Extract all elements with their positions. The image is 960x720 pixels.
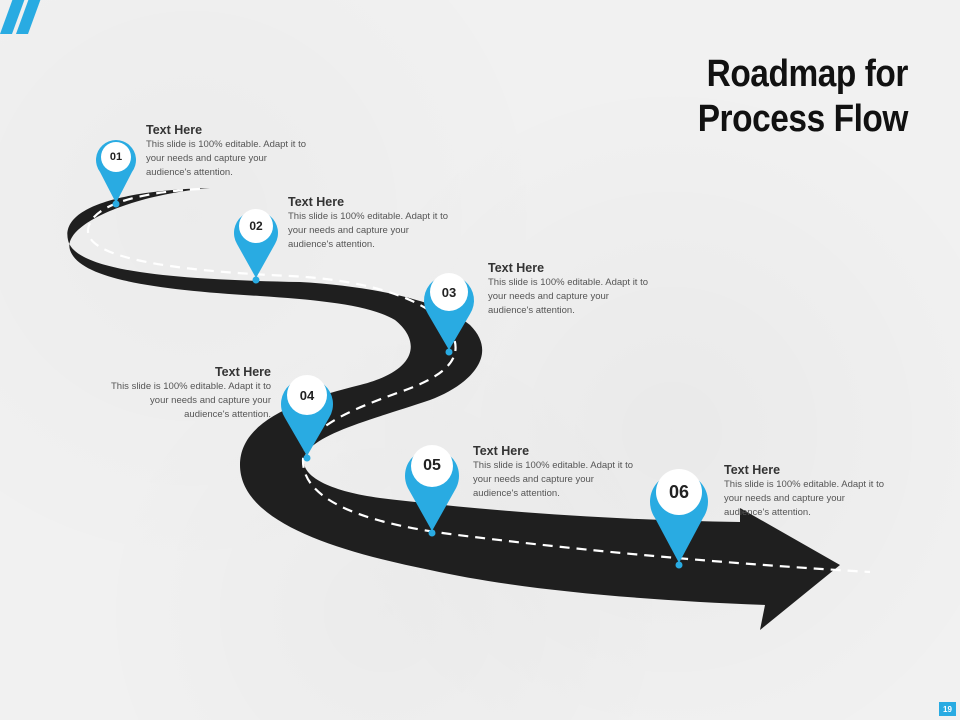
location-pin-icon	[404, 445, 459, 537]
road-center-line	[86, 187, 871, 574]
step-2-body: This slide is 100% editable. Adapt it to…	[288, 211, 449, 250]
page-number-badge: 19	[939, 702, 956, 716]
location-pin-icon	[650, 469, 708, 569]
step-5-heading: Text Here	[473, 444, 530, 458]
step-6-body: This slide is 100% editable. Adapt it to…	[724, 479, 885, 518]
location-pin-icon	[234, 209, 279, 284]
step-3-text: Text Here This slide is 100% editable. A…	[488, 261, 653, 318]
step-5-number: 05	[423, 457, 441, 474]
step-3-body: This slide is 100% editable. Adapt it to…	[488, 277, 649, 316]
step-4-heading: Text Here	[214, 365, 271, 379]
location-pin-icon	[424, 273, 474, 356]
step-5-body: This slide is 100% editable. Adapt it to…	[473, 460, 634, 499]
step-6-text: Text Here This slide is 100% editable. A…	[724, 463, 889, 520]
step-1-body: This slide is 100% editable. Adapt it to…	[146, 139, 307, 178]
slide-title: Roadmap for Process Flow	[609, 52, 909, 142]
step-3-number: 03	[441, 284, 457, 300]
step-6-heading: Text Here	[724, 463, 781, 477]
step-2-text: Text Here This slide is 100% editable. A…	[288, 195, 453, 252]
location-pin-icon	[281, 375, 334, 462]
location-pin-icon	[96, 140, 137, 208]
title-line-1: Roadmap for	[706, 53, 909, 95]
step-4-text: Text Here This slide is 100% editable. A…	[106, 365, 271, 422]
step-4-number: 04	[299, 387, 315, 403]
step-6-number: 06	[668, 481, 690, 502]
title-line-2: Process Flow	[697, 98, 909, 140]
step-1-number: 01	[109, 151, 123, 163]
step-1-text: Text Here This slide is 100% editable. A…	[146, 123, 311, 180]
step-1-heading: Text Here	[146, 123, 203, 137]
step-3-heading: Text Here	[488, 261, 545, 275]
road-surface	[67, 188, 840, 630]
step-2-heading: Text Here	[288, 195, 345, 209]
step-5-text: Text Here This slide is 100% editable. A…	[473, 444, 638, 501]
step-2-number: 02	[249, 219, 263, 233]
step-4-body: This slide is 100% editable. Adapt it to…	[110, 381, 271, 420]
